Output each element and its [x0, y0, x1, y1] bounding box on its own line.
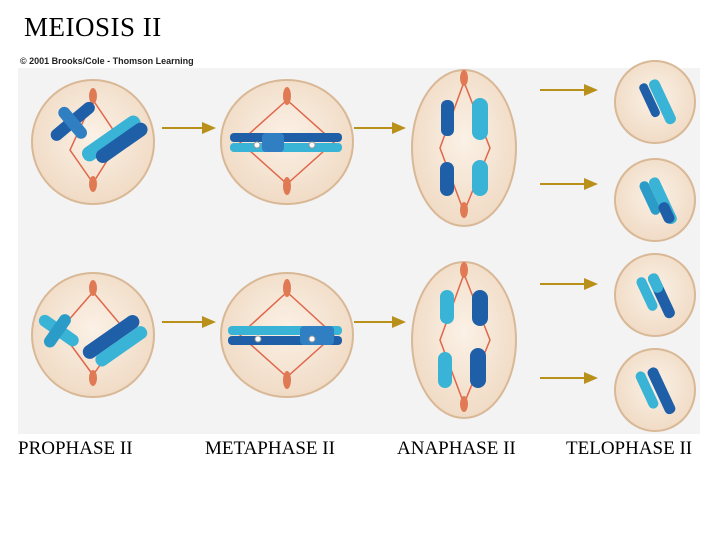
chromosome	[230, 143, 342, 152]
metaphase-cell-top	[220, 79, 354, 205]
prophase-cell-top	[31, 79, 155, 205]
stage-label-prophase: PROPHASE II	[18, 438, 133, 459]
stage-label-telophase: TELOPHASE II	[566, 438, 693, 459]
chromosome-x	[81, 115, 148, 163]
telophase-cell-4	[614, 348, 696, 432]
telophase-cell-1	[614, 60, 696, 144]
chromosome-x	[50, 101, 95, 141]
prophase-cell-bottom	[31, 272, 155, 398]
chromatid	[470, 348, 486, 388]
anaphase-cell-top	[411, 69, 517, 227]
stage-label-metaphase: METAPHASE II	[205, 438, 335, 459]
chromatid	[440, 290, 454, 324]
chromatid	[438, 352, 452, 388]
anaphase-cell-bottom	[411, 261, 517, 419]
page-title: MEIOSIS II	[24, 12, 162, 42]
chromosome	[230, 133, 342, 142]
chromatid	[472, 290, 488, 326]
chromatid	[472, 160, 488, 196]
chromatid	[441, 100, 454, 136]
copyright-credit: © 2001 Brooks/Cole - Thomson Learning	[20, 56, 194, 66]
metaphase-cell-bottom	[220, 272, 354, 398]
chromatid	[440, 162, 454, 196]
telophase-cell-2	[614, 158, 696, 242]
stage-arrows	[162, 84, 598, 384]
telophase-cell-3	[614, 253, 696, 337]
chromatid	[472, 98, 488, 140]
chromosome-x	[82, 315, 148, 367]
stage-label-anaphase: ANAPHASE II	[397, 438, 516, 459]
chromosome-x	[38, 314, 79, 348]
